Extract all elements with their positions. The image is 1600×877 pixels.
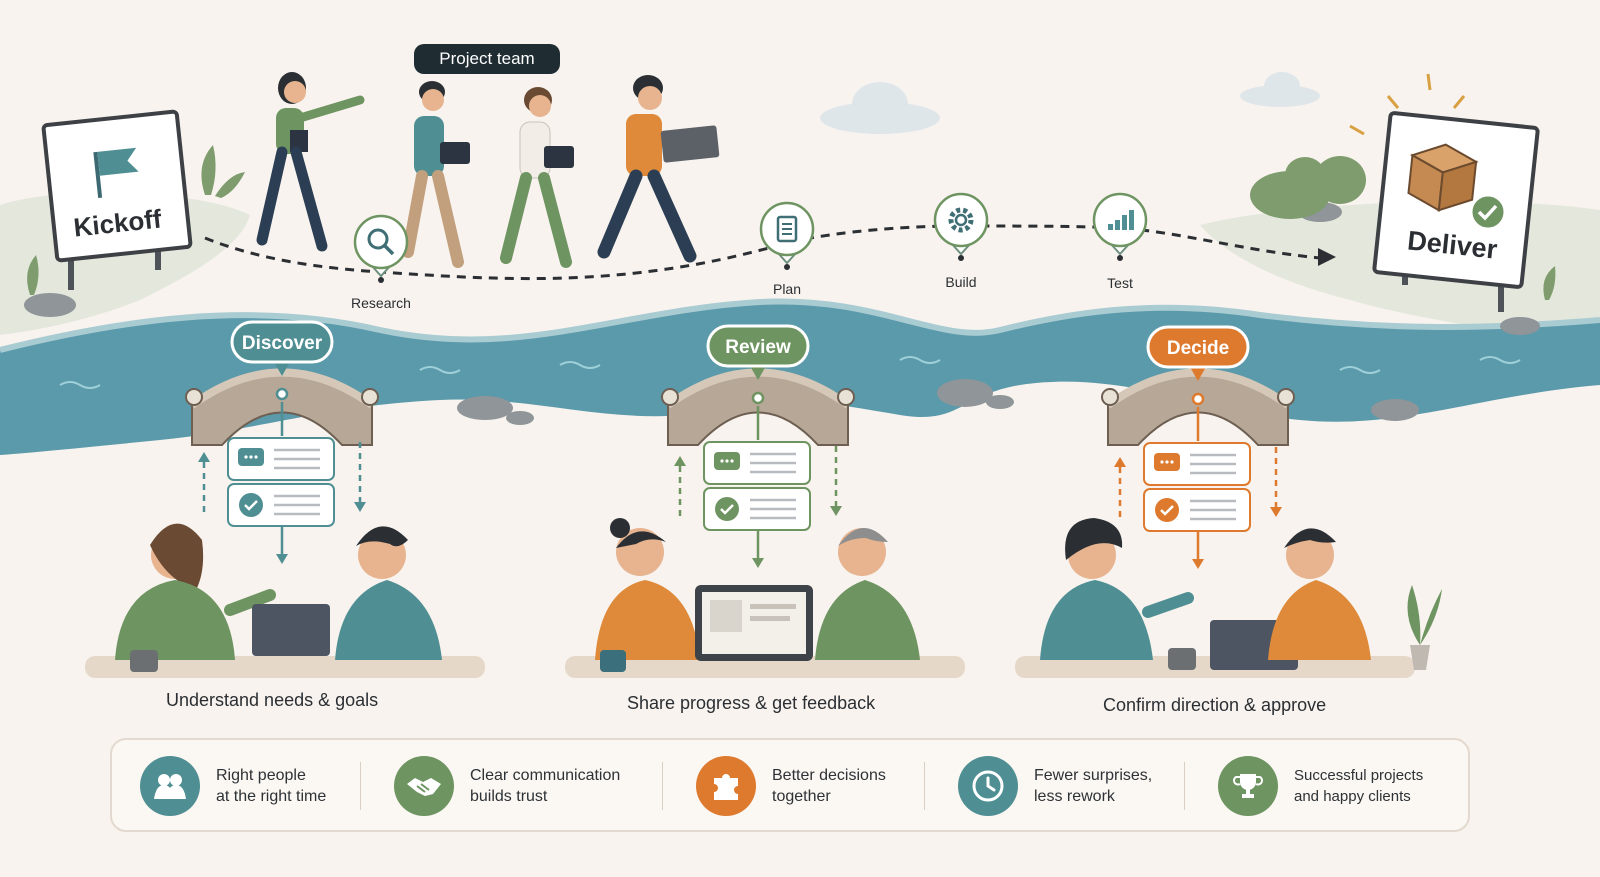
step-test: Test	[1092, 192, 1148, 291]
package-icon	[1407, 143, 1479, 212]
gear-icon	[948, 207, 974, 233]
people-icon	[140, 756, 200, 816]
benefit-right-people: Right people at the right time	[140, 754, 386, 818]
person-pointing	[256, 72, 365, 252]
caption-discover: Understand needs & goals	[166, 690, 379, 710]
rocks	[24, 202, 1540, 425]
benefits-panel: Right people at the right time Clear comm…	[110, 738, 1470, 832]
benefit-line2: builds trust	[470, 788, 548, 805]
step-label: Build	[945, 274, 976, 290]
benefit-fewer-surprises: Fewer surprises, less rework	[958, 754, 1204, 818]
kickoff-sign: Kickoff	[41, 109, 193, 290]
caption-decide: Confirm direction & approve	[1103, 695, 1327, 715]
flag-icon	[93, 147, 139, 199]
benefit-line1: Successful projects	[1294, 767, 1424, 784]
team-figures	[256, 72, 720, 268]
project-team-badge: Project team	[414, 44, 560, 74]
check-icon	[1155, 498, 1179, 522]
step-label: Research	[351, 295, 411, 311]
meeting-scenes	[85, 518, 1442, 678]
checkmark-icon	[1469, 193, 1507, 231]
meeting-review	[565, 518, 965, 678]
benefit-clear-communication: Clear communication builds trust	[394, 754, 640, 818]
search-icon	[367, 228, 395, 256]
arrow-head	[1318, 248, 1336, 266]
trophy-icon	[1218, 756, 1278, 816]
step-label: Test	[1107, 275, 1133, 291]
benefit-line1: Right people	[216, 767, 306, 784]
handshake-icon	[394, 756, 454, 816]
benefit-line1: Fewer surprises,	[1034, 767, 1153, 784]
bridge-decide: Decide	[1101, 325, 1295, 569]
bridge-label: Review	[725, 337, 791, 358]
benefit-line1: Clear communication	[470, 767, 621, 784]
clock-icon	[958, 756, 1018, 816]
person-tablet-green	[500, 87, 574, 268]
bridge-discover: Discover	[185, 320, 379, 564]
benefit-line2: at the right time	[216, 788, 327, 805]
check-icon	[715, 497, 739, 521]
sparkle-lines	[1349, 73, 1466, 136]
check-icon	[239, 493, 263, 517]
bar-chart-icon	[1108, 210, 1134, 230]
deliver-sign: Deliver	[1349, 73, 1540, 312]
benefit-line2: less rework	[1034, 788, 1115, 805]
step-research: Research	[351, 214, 411, 311]
step-build: Build	[933, 192, 989, 290]
benefit-line1: Better decisions	[772, 767, 886, 784]
bridge-label: Discover	[242, 333, 323, 354]
document-icon	[776, 215, 798, 243]
benefit-line2: and happy clients	[1294, 788, 1411, 805]
cloud	[820, 72, 1320, 134]
meeting-decide	[1015, 518, 1442, 678]
bridge-label: Decide	[1167, 338, 1229, 359]
benefit-better-decisions: Better decisions together	[696, 754, 942, 818]
path-steps: Research Plan Build Test	[351, 192, 1148, 311]
plant	[1410, 645, 1430, 670]
puzzle-icon	[696, 756, 756, 816]
person-laptop	[597, 75, 720, 263]
meeting-discover	[85, 523, 485, 678]
step-label: Plan	[773, 281, 801, 297]
caption-review: Share progress & get feedback	[627, 693, 876, 713]
project-team-label: Project team	[439, 49, 534, 68]
bridge-review: Review	[661, 324, 855, 568]
benefit-successful-projects: Successful projects and happy clients	[1218, 754, 1464, 818]
person-tablet-blue	[402, 81, 470, 268]
bridges: Discover Review Decide	[185, 320, 1295, 569]
benefit-line2: together	[772, 788, 831, 805]
step-plan: Plan	[759, 201, 815, 297]
river-ripples	[59, 356, 1521, 389]
bushes	[27, 145, 1556, 300]
